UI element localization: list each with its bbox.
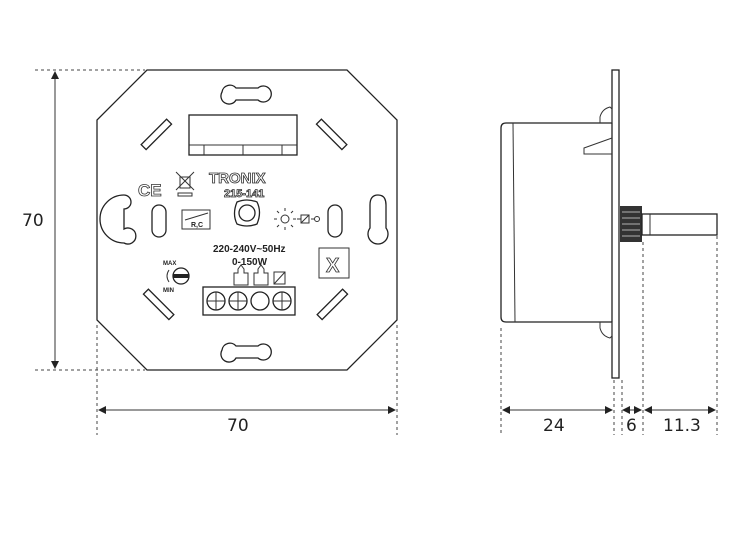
keyhole-slot-right [367,194,389,245]
power-rating: 0-150W [232,257,268,268]
voltage-rating: 220-240V~50Hz [213,244,286,255]
svg-text:R,C: R,C [191,222,203,229]
rc-load-icon: R,C [181,209,211,230]
clip-top [599,106,613,123]
terminal-block [202,286,296,316]
latch [583,137,613,155]
corner-slots [140,118,349,321]
side-dimensions: 24 6 11.3 [500,236,718,436]
transformer-icon [297,214,320,224]
trim-potentiometer [166,267,190,285]
min-label: MIN [163,288,174,294]
ce-mark: CE [138,181,162,200]
weee-bin-icon [175,171,195,197]
housing-body [500,122,612,323]
oval-slot-right [327,204,343,238]
mounting-plate [96,69,398,371]
top-connector [188,114,298,156]
front-view: TRONIX 215-141 CE R,C 220-240V~50Hz 0-15… [96,69,398,371]
oval-slot-left [151,204,167,238]
shaft [641,213,718,236]
lamp-icon [274,208,296,230]
shaft-dimension: 11.3 [663,416,701,436]
brand-logo: TRONIX [209,170,266,187]
height-dimension: 70 [22,211,44,231]
max-label: MAX [163,261,176,267]
x-logo: X [318,247,350,279]
front-dimensions: 70 70 [22,69,398,436]
svg-text:X: X [326,255,340,277]
model-number: 215-141 [224,188,264,200]
side-view [500,69,718,379]
clip-bottom [599,322,613,339]
keyhole-slot-left [99,194,137,245]
plate-dimension: 6 [626,416,637,436]
width-dimension: 70 [227,416,249,436]
terminal-icons [233,264,286,286]
rotary-knob [233,199,261,227]
threaded-bushing [620,206,642,242]
keyhole-slot-top [220,84,272,105]
plate-side [611,69,620,379]
depth-dimension: 24 [543,416,565,436]
keyhole-slot-bottom [220,342,272,363]
